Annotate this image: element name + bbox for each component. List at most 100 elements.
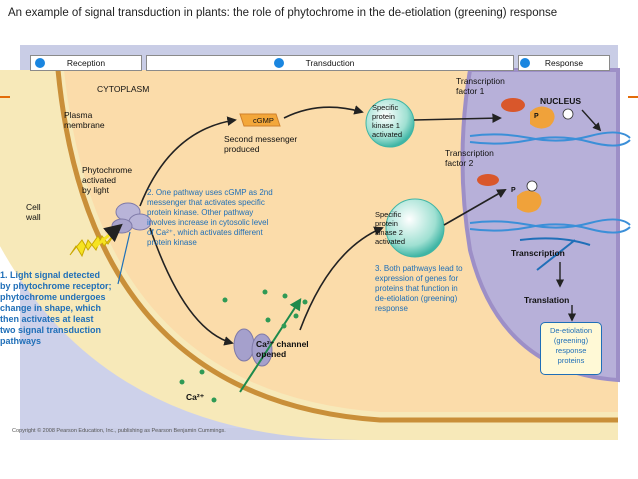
label-calcium: Ca²⁺ (186, 392, 205, 402)
step1-line3: phytochrome undergoes (0, 292, 106, 302)
light-bolt-icon (69, 231, 117, 258)
label-channel-line1: Ca²⁺ channel (256, 339, 309, 349)
step1-line4: change in shape, which (0, 303, 102, 313)
plasma-membrane (55, 69, 618, 423)
label-plasma-membrane-line2: membrane (64, 120, 105, 130)
mrna-line-2 (536, 239, 576, 271)
label-tf2-line1: Transcription (445, 148, 494, 158)
label-phytochrome: Phytochrome activated by light (82, 165, 132, 195)
protein-kinase-icon-2 (385, 198, 445, 258)
arrow-to-channel (149, 227, 234, 346)
step1-line2: by phytochrome receptor; (0, 281, 112, 291)
label-plasma-membrane-line1: Plasma (64, 110, 93, 120)
outcome-box: De-etiolation (greening) response protei… (540, 322, 602, 375)
copyright-notice: Copyright © 2008 Pearson Education, Inc.… (12, 428, 226, 434)
step3-line5: response (375, 304, 408, 313)
arrow-to-kinase2 (299, 226, 384, 331)
label-phosphate-1: P (534, 113, 539, 120)
outcome-line3: response (555, 346, 587, 355)
label-transcription-factor-1: Transcription factor 1 (456, 76, 505, 96)
phase-marker-1 (35, 58, 45, 68)
slide-title: An example of signal transduction in pla… (8, 7, 558, 19)
arrow-to-cgmp (139, 116, 237, 207)
step3-line4: de-etiolation (greening) (375, 294, 458, 303)
phosphate-icon-1 (562, 108, 574, 120)
protein-kinase-icon-1 (365, 98, 415, 148)
light-bolt-arrow (95, 223, 123, 248)
label-nucleus: NUCLEUS (540, 96, 582, 106)
dna-strand-icon-1 (469, 131, 631, 147)
label-second-messenger-line1: Second messenger (224, 134, 298, 144)
phosphate-icon-2 (526, 180, 538, 192)
step1-line1: 1. Light signal detected (0, 270, 101, 280)
label-kinase1: Specific protein kinase 1 activated (372, 103, 402, 139)
label-kinase1-line2: protein (372, 112, 395, 121)
step3-line1: 3. Both pathways lead to (375, 264, 463, 273)
transcription-factor-icon-2 (477, 174, 499, 186)
label-kinase1-line1: Specific (372, 103, 399, 112)
label-channel-line2: opened (256, 349, 287, 359)
label-cell-wall-line2: wall (26, 212, 41, 222)
step2-line2: messenger that activates specific (147, 198, 265, 207)
label-plasma-membrane: Plasma membrane (64, 110, 105, 130)
label-phosphate-2: P (511, 187, 516, 194)
label-transcription-factor-2: Transcription factor 2 (445, 148, 494, 168)
label-kinase1-line4: activated (372, 130, 403, 139)
label-kinase2-line1: Specific (375, 210, 402, 219)
step3-line3: proteins that function in (375, 284, 458, 293)
transcription-factor-icon-1 (501, 98, 525, 112)
annotation-pointer (117, 231, 131, 285)
label-kinase2-line3: kinase 2 (375, 228, 403, 237)
label-second-messenger: Second messenger produced (224, 134, 297, 154)
phase-reception: Reception (30, 55, 142, 71)
label-kinase2: Specific protein kinase 2 activated (375, 210, 405, 246)
step2-line6: protein kinase (147, 238, 197, 247)
label-tf2-line2: factor 2 (445, 158, 474, 168)
annotation-step3: 3. Both pathways lead to expression of g… (375, 264, 495, 314)
label-kinase2-line2: protein (375, 219, 398, 228)
calcium-channel-icon (233, 328, 273, 367)
label-phytochrome-line2: activated (82, 175, 117, 185)
slide-accent-right (628, 96, 638, 98)
outcome-line1: De-etiolation (549, 326, 593, 335)
step2-line3: protein kinase. Other pathway (147, 208, 254, 217)
label-transcription: Transcription (511, 248, 565, 258)
label-tf1-line1: Transcription (456, 76, 505, 86)
phase-marker-3 (520, 58, 530, 68)
label-phytochrome-line3: by light (82, 185, 109, 195)
step2-line4: involves increase in cytosolic level (147, 218, 269, 227)
label-cytoplasm: CYTOPLASM (97, 84, 150, 94)
slide-accent-left (0, 96, 10, 98)
outcome-line2: (greening) (553, 336, 589, 345)
label-kinase1-line3: kinase 1 (372, 121, 400, 130)
dna-strand-icon-2 (469, 218, 631, 234)
step1-line7: pathways (0, 336, 42, 346)
arrow-to-tf2 (443, 189, 507, 226)
cgmp-icon (239, 113, 281, 127)
step1-line6: two signal transduction (0, 325, 102, 335)
label-cell-wall: Cell wall (26, 202, 41, 222)
transcription-factor-bound-2 (517, 190, 542, 213)
step1-line5: then activates at least (0, 314, 94, 324)
step2-line5: of Ca²⁺, which activates different (147, 228, 263, 237)
calcium-ions (179, 289, 308, 403)
label-translation: Translation (524, 295, 570, 305)
transcription-factor-bound-1 (530, 106, 555, 129)
label-phytochrome-line1: Phytochrome (82, 165, 133, 175)
step3-line2: expression of genes for (375, 274, 459, 283)
label-cell-wall-line1: Cell (26, 202, 41, 212)
label-second-messenger-line2: produced (224, 144, 260, 154)
arrow-tf1-to-dna (581, 109, 602, 132)
phase-marker-2 (274, 58, 284, 68)
label-tf1-line2: factor 1 (456, 86, 485, 96)
outcome-line4: proteins (557, 356, 585, 365)
label-kinase2-line4: activated (375, 237, 406, 246)
annotation-step1: 1. Light signal detected by phytochrome … (0, 270, 130, 347)
calcium-influx-arrow (239, 297, 302, 393)
arrow-to-kinase1 (283, 105, 364, 119)
label-calcium-channel: Ca²⁺ channel opened (256, 339, 309, 359)
phase-transduction: Transduction (146, 55, 514, 71)
annotation-step2: 2. One pathway uses cGMP as 2nd messenge… (147, 188, 307, 248)
arrow-to-tf1 (413, 113, 502, 123)
